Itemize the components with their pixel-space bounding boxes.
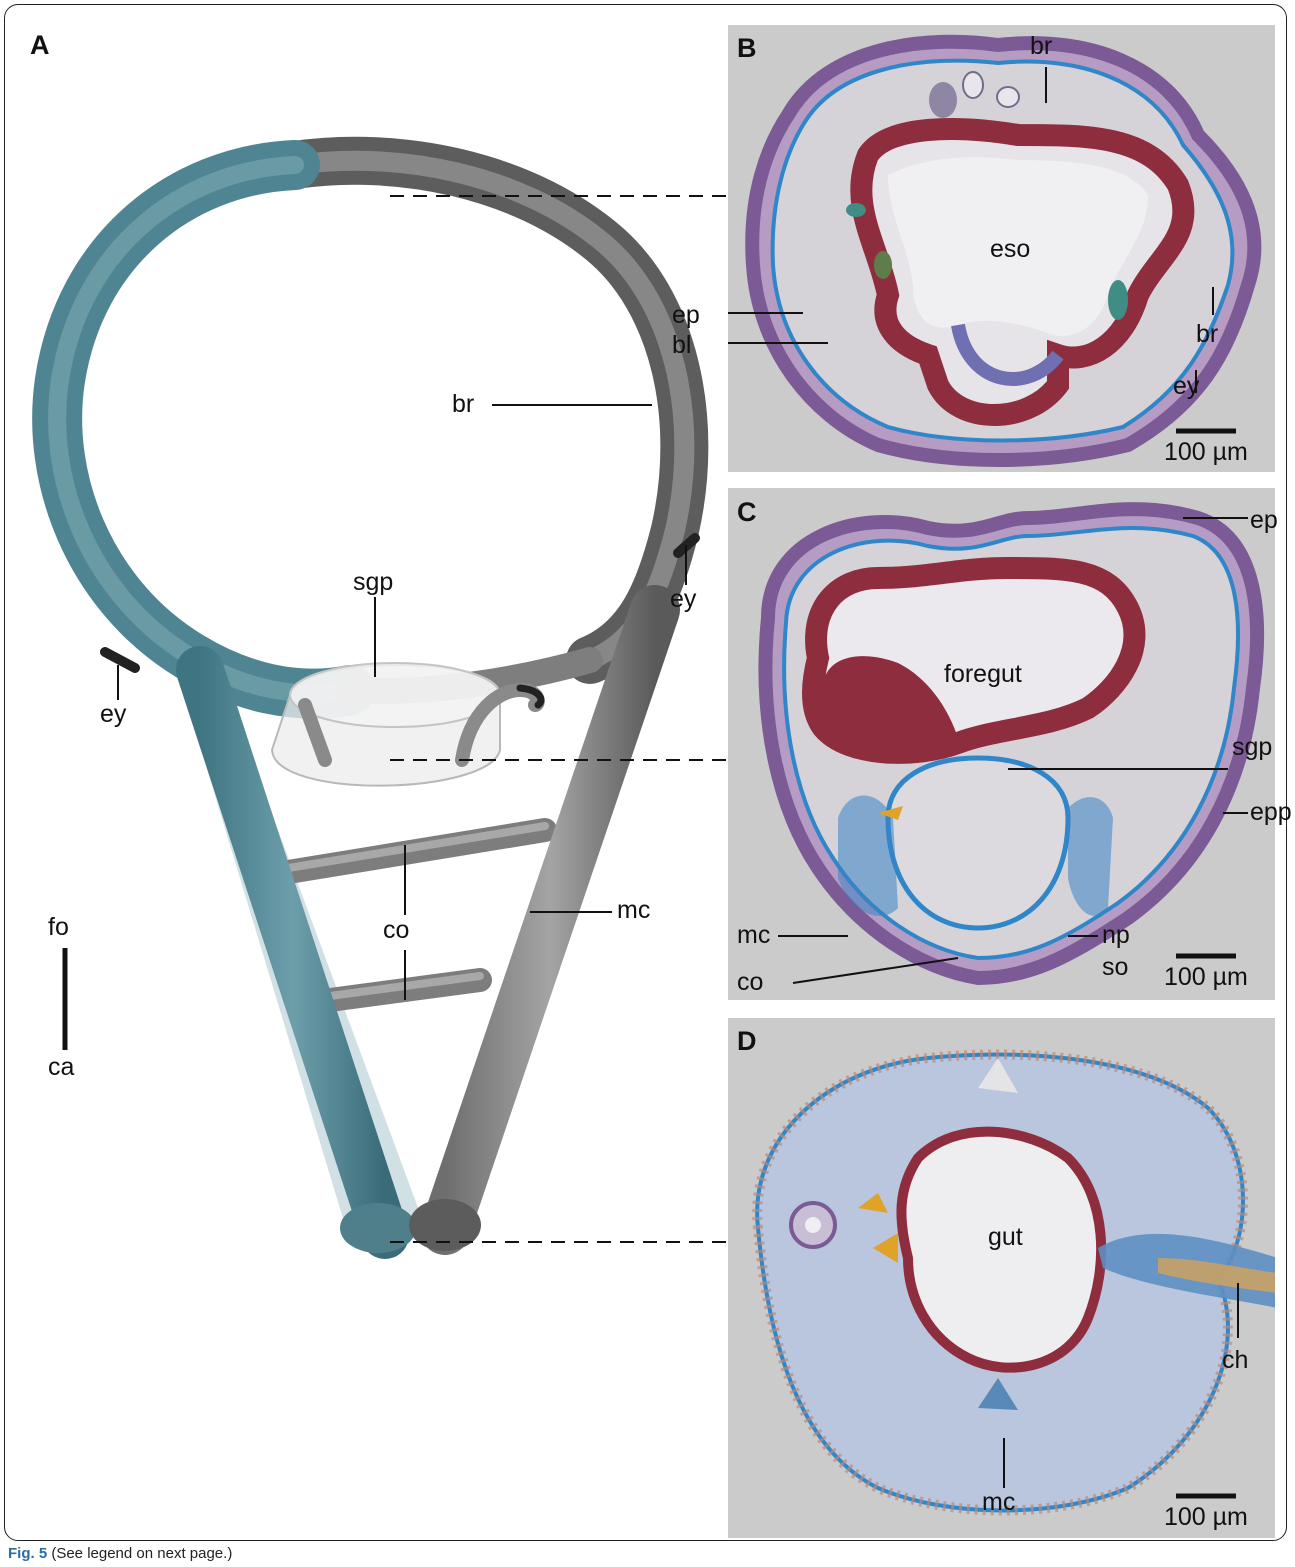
- cord-end-right: [409, 1199, 481, 1251]
- label-co: co: [383, 918, 409, 943]
- label-c-so: so: [1102, 955, 1128, 980]
- label-ey-left: ey: [100, 702, 126, 727]
- panel-b-letter: B: [737, 33, 757, 64]
- label-b-ep: ep: [672, 303, 700, 328]
- label-d-gut: gut: [988, 1225, 1023, 1250]
- scalebar-c: 100 µm: [1164, 965, 1248, 990]
- label-b-br-top: br: [1030, 34, 1052, 59]
- label-b-ey: ey: [1173, 374, 1199, 399]
- label-c-np: np: [1102, 923, 1130, 948]
- panel-d-section: [728, 1018, 1275, 1538]
- label-br: br: [452, 392, 474, 417]
- caption-label: Fig. 5: [8, 1545, 47, 1562]
- orientation-bottom: ca: [48, 1055, 74, 1080]
- label-c-co: co: [737, 970, 763, 995]
- panel-d: [728, 1018, 1275, 1538]
- label-d-mc: mc: [982, 1490, 1015, 1515]
- cord-end-left: [340, 1203, 416, 1253]
- orientation-top: fo: [48, 915, 69, 940]
- label-sgp: sgp: [353, 570, 393, 595]
- scalebar-d: 100 µm: [1164, 1505, 1248, 1530]
- label-b-eso: eso: [990, 237, 1030, 262]
- panel-c-section: [728, 488, 1275, 1000]
- eye-left-icon: [105, 652, 135, 668]
- scalebar-b: 100 µm: [1164, 440, 1248, 465]
- label-d-ch: ch: [1222, 1348, 1248, 1373]
- label-c-foregut: foregut: [944, 662, 1022, 687]
- label-mc: mc: [617, 898, 650, 923]
- label-c-ep: ep: [1250, 508, 1278, 533]
- label-ey-right: ey: [670, 587, 696, 612]
- panel-a-letter: A: [30, 30, 50, 61]
- caption-text: (See legend on next page.): [51, 1545, 232, 1562]
- figure-caption: Fig. 5 (See legend on next page.): [8, 1545, 232, 1562]
- label-c-epp: epp: [1250, 800, 1292, 825]
- panel-d-letter: D: [737, 1026, 757, 1057]
- label-c-mc: mc: [737, 923, 770, 948]
- panel-c-letter: C: [737, 497, 757, 528]
- label-c-sgp: sgp: [1232, 735, 1272, 760]
- label-b-bl: bl: [672, 333, 691, 358]
- label-b-br-right: br: [1196, 322, 1218, 347]
- panel-c: [728, 488, 1275, 1000]
- brain-ring-teal: [57, 165, 350, 694]
